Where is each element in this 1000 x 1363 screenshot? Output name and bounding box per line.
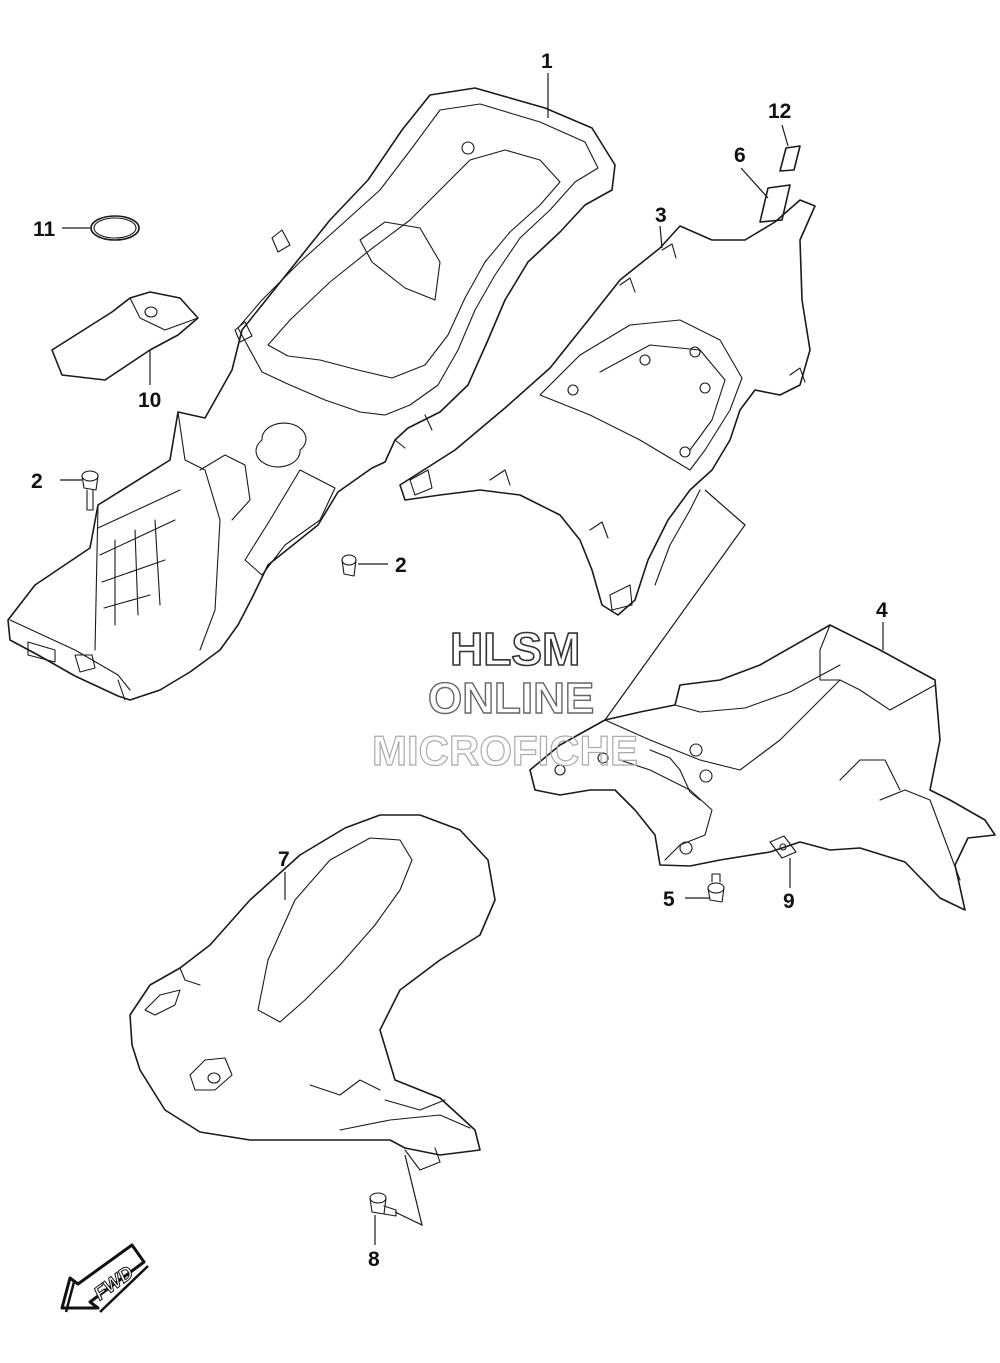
callout-7: 7 [278,848,290,871]
part-1-rear-fender-box[interactable] [7,87,616,701]
callout-2-lower: 2 [395,554,407,577]
fwd-direction-arrow: FWD [60,1243,149,1313]
callout-2-upper: 2 [31,470,43,493]
part-11-o-ring-inner [93,217,137,239]
part-2-bolt-upper[interactable] [81,470,99,511]
callout-3: 3 [655,204,667,227]
callout-1: 1 [541,50,553,73]
part-2-bolt-lower[interactable] [341,554,357,577]
part-10-cover[interactable] [51,291,199,381]
watermark-line-1: HLSM [450,623,580,675]
leader-lines [60,73,884,1245]
callout-9: 9 [783,890,795,913]
part-9-washer[interactable] [769,835,797,859]
assembly-line-7-8 [394,1154,423,1227]
callout-10: 10 [138,389,161,412]
callout-11: 11 [33,218,56,241]
part-8-bolt[interactable] [369,1192,397,1217]
part-7-front-fender[interactable] [129,814,496,1171]
part-6-pad[interactable] [759,184,791,223]
part-4-rear-mudguard[interactable] [529,624,996,911]
part-12-pad[interactable] [779,145,801,172]
watermark-line-2: ONLINE [428,674,594,723]
part-3-inner-fender[interactable] [399,199,816,616]
callout-5: 5 [663,888,675,911]
part-11-o-ring[interactable] [90,215,140,241]
part-5-bolt[interactable] [707,873,725,903]
assembly-line-3-4 [604,489,746,721]
callout-4: 4 [876,599,888,622]
callout-8: 8 [368,1248,380,1271]
callout-6: 6 [734,144,746,167]
callout-12: 12 [768,100,791,123]
watermark-line-3: MICROFICHE [372,727,638,774]
